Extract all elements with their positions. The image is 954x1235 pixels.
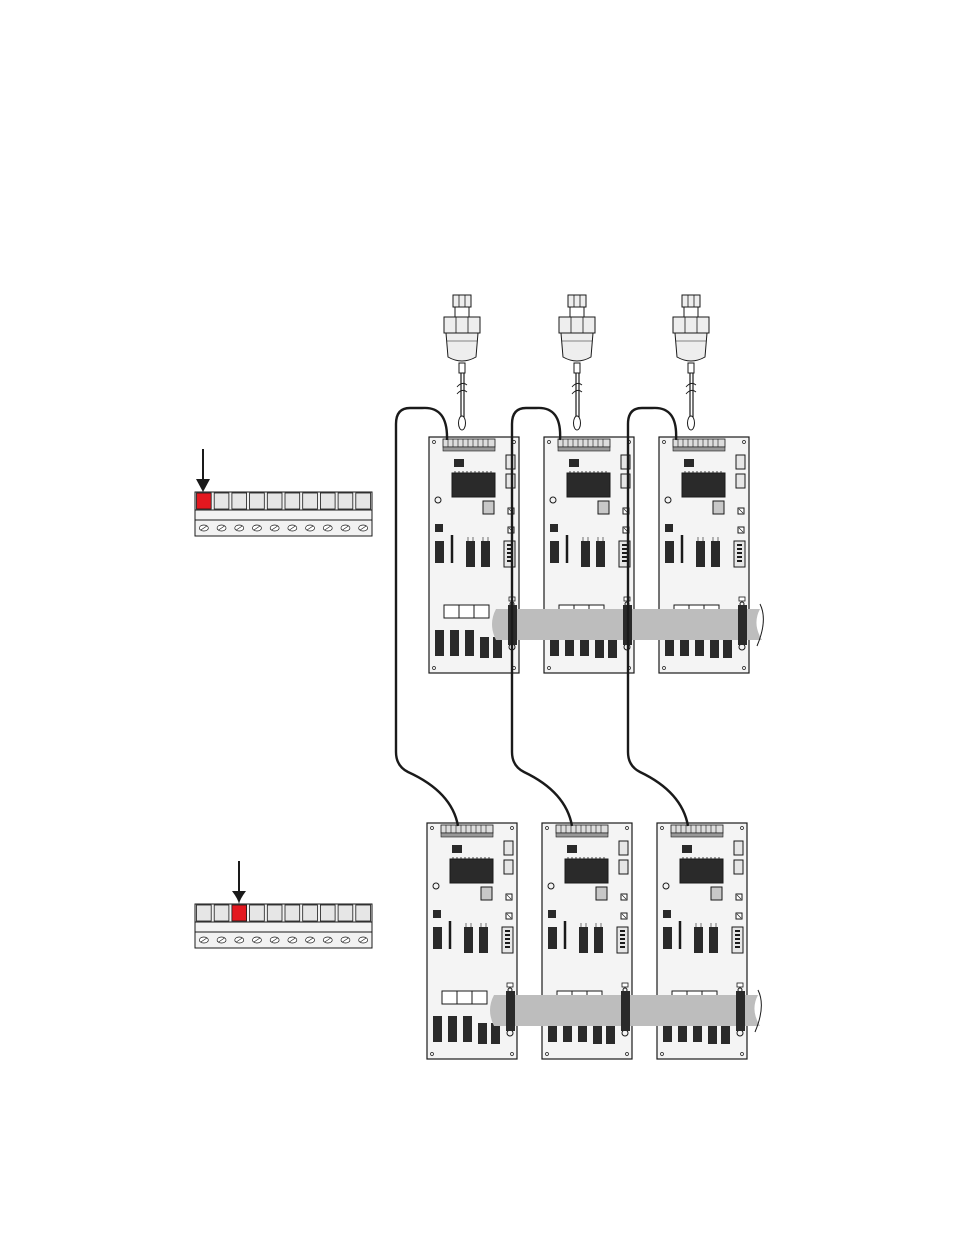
dip-switch-position	[267, 905, 282, 921]
dip-switch-position-on	[197, 493, 212, 509]
dip-switch-position	[320, 493, 335, 509]
dip-switch-position	[303, 493, 318, 509]
dip-switch-position	[338, 493, 353, 509]
dip-switch-position	[356, 905, 371, 921]
pressure-transducer-icon	[673, 295, 709, 430]
dip-switch-position	[285, 493, 300, 509]
dip-switch-position	[250, 493, 265, 509]
dip-switch-position	[232, 493, 247, 509]
dip-switch-position	[285, 905, 300, 921]
dip-switch-position	[214, 493, 229, 509]
pressure-transducer-icon	[444, 295, 480, 430]
dip-switch-position	[356, 493, 371, 509]
dip-switch-icon	[195, 492, 372, 536]
dip-switch-position	[250, 905, 265, 921]
dip-switch-icon	[195, 904, 372, 948]
dip-switch-position	[214, 905, 229, 921]
pressure-transducer-icon	[559, 295, 595, 430]
ribbon-cable-bottom	[490, 990, 761, 1032]
down-arrow-icon	[196, 449, 210, 492]
dip-switch-position	[303, 905, 318, 921]
dip-switch-position	[197, 905, 212, 921]
down-arrow-icon	[232, 861, 246, 904]
dip-switch-position	[267, 493, 282, 509]
dip-switch-position	[320, 905, 335, 921]
dip-switch-position	[338, 905, 353, 921]
dip-switch-position-on	[232, 905, 247, 921]
